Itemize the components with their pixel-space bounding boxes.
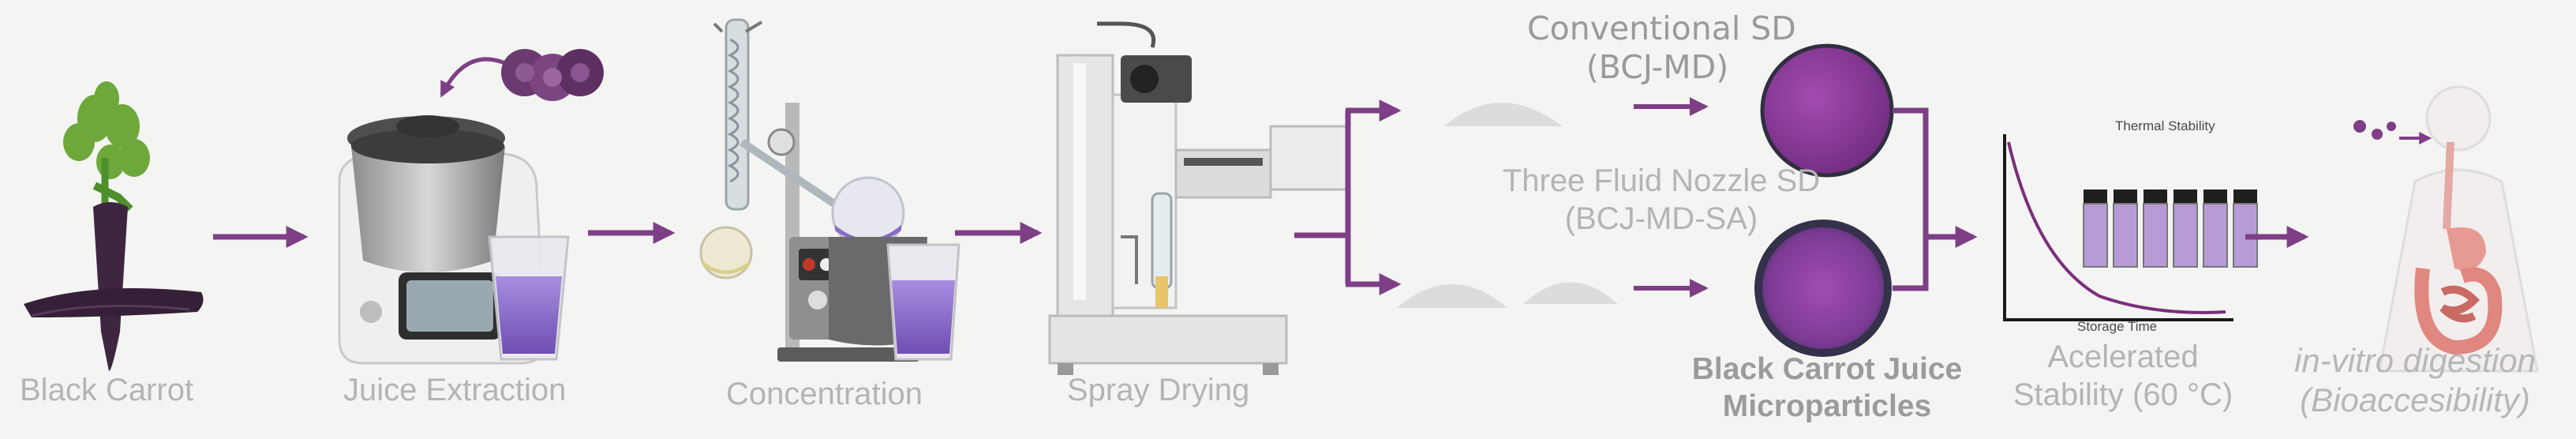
label-spray-drying: Spray Drying	[1067, 373, 1250, 407]
label-in-vitro-digestion: in-vitro digestion (Bioaccesibility)	[2294, 342, 2536, 419]
powder-piles	[1397, 103, 1618, 308]
human-digestive-icon	[2353, 85, 2539, 373]
label-conventional-sd: Conventional SD (BCJ-MD)	[1527, 9, 1796, 87]
powder-pile-three-fluid-2	[1523, 282, 1618, 304]
juice-extractor-icon	[338, 49, 604, 365]
carrot-slices-icon	[501, 49, 604, 101]
powder-pile-three-fluid-1	[1397, 284, 1507, 308]
rotary-evaporator-icon	[699, 18, 960, 362]
label-microparticles: Black Carrot Juice Microparticles	[1691, 352, 1963, 423]
label-juice-extraction: Juice Extraction	[343, 373, 567, 407]
microparticle-conventional-icon	[1760, 43, 1894, 178]
label-three-fluid-sd: Three Fluid Nozzle SD (BCJ-MD-SA)	[1502, 163, 1821, 236]
plot-xaxis-label: Storage Time	[2077, 319, 2158, 334]
microparticle-three-fluid-icon	[1754, 220, 1892, 357]
plot-title: Thermal Stability	[2115, 118, 2215, 133]
degradation-curve	[2007, 141, 2226, 314]
powder-pile-conventional	[1444, 103, 1563, 126]
split-arrows	[1294, 99, 1402, 295]
spray-dryer-icon	[1048, 21, 1351, 375]
vials-icon	[2083, 189, 2258, 268]
merge-arrows	[1893, 107, 1978, 291]
black-carrot-icon	[24, 81, 204, 371]
label-accelerated-stability: Acelerated Stability (60 °C)	[2012, 340, 2233, 412]
label-black-carrot: Black Carrot	[20, 373, 194, 407]
stability-plot	[2003, 134, 2258, 321]
label-concentration: Concentration	[726, 377, 923, 411]
